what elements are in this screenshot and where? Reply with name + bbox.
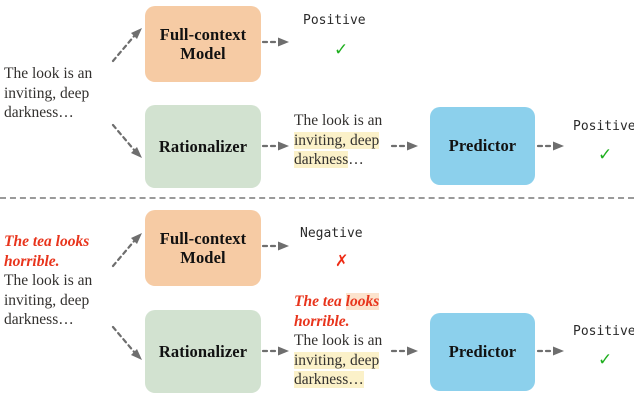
- top-rationale-line-2-highlight: inviting, deep: [294, 131, 380, 149]
- predictor-output-label-top: Positive: [573, 119, 634, 134]
- rationalizer-label-bottom: Rationalizer: [158, 341, 248, 361]
- rationalizer-box-bottom[interactable]: Rationalizer: [145, 310, 261, 393]
- check-mark-icon-bottom-predictor: ✓: [598, 350, 613, 370]
- bottom-rationale-line-4-highlight: inviting, deep: [294, 351, 380, 369]
- bottom-rationale-red-line-1-plain: The tea: [294, 293, 346, 310]
- section-divider: [0, 197, 634, 199]
- arrow-input-to-full-context-model-bottom: [111, 233, 145, 269]
- check-mark-icon-top-predictor: ✓: [598, 145, 613, 165]
- full-context-model-label-top-line1: Full-context: [159, 24, 247, 44]
- top-input-line-2: inviting, deep: [4, 84, 90, 102]
- arrow-full-context-model-to-output-top: [261, 36, 292, 48]
- full-context-model-label-bottom-line1: Full-context: [159, 228, 247, 248]
- arrow-rationale-to-predictor-top: [390, 140, 421, 152]
- bottom-input-perturbation-line-1: The tea looks: [4, 233, 90, 250]
- arrow-input-to-rationalizer-top: [111, 122, 145, 158]
- predictor-box-top[interactable]: Predictor: [430, 107, 535, 185]
- full-context-model-label-bottom-line2: Model: [180, 248, 226, 267]
- predictor-box-bottom[interactable]: Predictor: [430, 313, 535, 391]
- bottom-input-perturbation-line-2: horrible.: [4, 252, 60, 270]
- arrow-rationalizer-to-rationale-top: [261, 140, 292, 152]
- full-context-model-box-bottom[interactable]: Full-context Model: [145, 210, 261, 286]
- bottom-input-line-3: darkness…: [4, 311, 74, 328]
- top-input-line-3: darkness…: [4, 104, 74, 121]
- bottom-input-line-2: inviting, deep: [4, 291, 90, 309]
- full-context-model-label-top-line2: Model: [180, 44, 226, 63]
- top-rationale-line-3-tail: …: [348, 151, 364, 168]
- top-rationale-line-1: The look is an: [294, 112, 383, 129]
- top-input-text: The look is an inviting, deep darkness…: [4, 64, 92, 123]
- full-context-output-label-top: Positive: [303, 13, 366, 28]
- arrow-predictor-to-output-bottom: [536, 345, 567, 357]
- bottom-rationale-red-line-2: horrible.: [294, 312, 350, 330]
- rationalizer-label-top: Rationalizer: [158, 136, 248, 156]
- rationalizer-box-top[interactable]: Rationalizer: [145, 105, 261, 188]
- bottom-rationale-text: The tea looks horrible. The look is an i…: [294, 292, 382, 390]
- bottom-input-line-1: The look is an: [4, 272, 93, 289]
- predictor-output-label-bottom: Positive: [573, 324, 634, 339]
- arrow-input-to-full-context-model-top: [111, 28, 145, 64]
- predictor-label-bottom: Predictor: [448, 342, 517, 362]
- arrow-full-context-model-to-output-bottom: [261, 240, 292, 252]
- cross-mark-icon-bottom-full-context: ✗: [335, 251, 349, 270]
- bottom-rationale-line-5-highlight: darkness…: [294, 371, 364, 388]
- bottom-rationale-red-line-1-highlight: looks: [345, 293, 380, 310]
- top-rationale-text: The look is an inviting, deep darkness…: [294, 111, 382, 170]
- top-rationale-line-3-highlight: darkness: [294, 151, 349, 168]
- arrow-predictor-to-output-top: [536, 140, 567, 152]
- check-mark-icon-top-full-context: ✓: [334, 40, 349, 60]
- top-input-line-1: The look is an: [4, 65, 93, 82]
- arrow-input-to-rationalizer-bottom: [111, 324, 145, 360]
- arrow-rationale-to-predictor-bottom: [390, 345, 421, 357]
- bottom-rationale-line-3: The look is an: [294, 332, 383, 349]
- full-context-model-box-top[interactable]: Full-context Model: [145, 6, 261, 82]
- predictor-label-top: Predictor: [448, 136, 517, 156]
- arrow-rationalizer-to-rationale-bottom: [261, 345, 292, 357]
- bottom-input-text: The tea looks horrible. The look is an i…: [4, 232, 92, 330]
- full-context-output-label-bottom: Negative: [300, 226, 363, 241]
